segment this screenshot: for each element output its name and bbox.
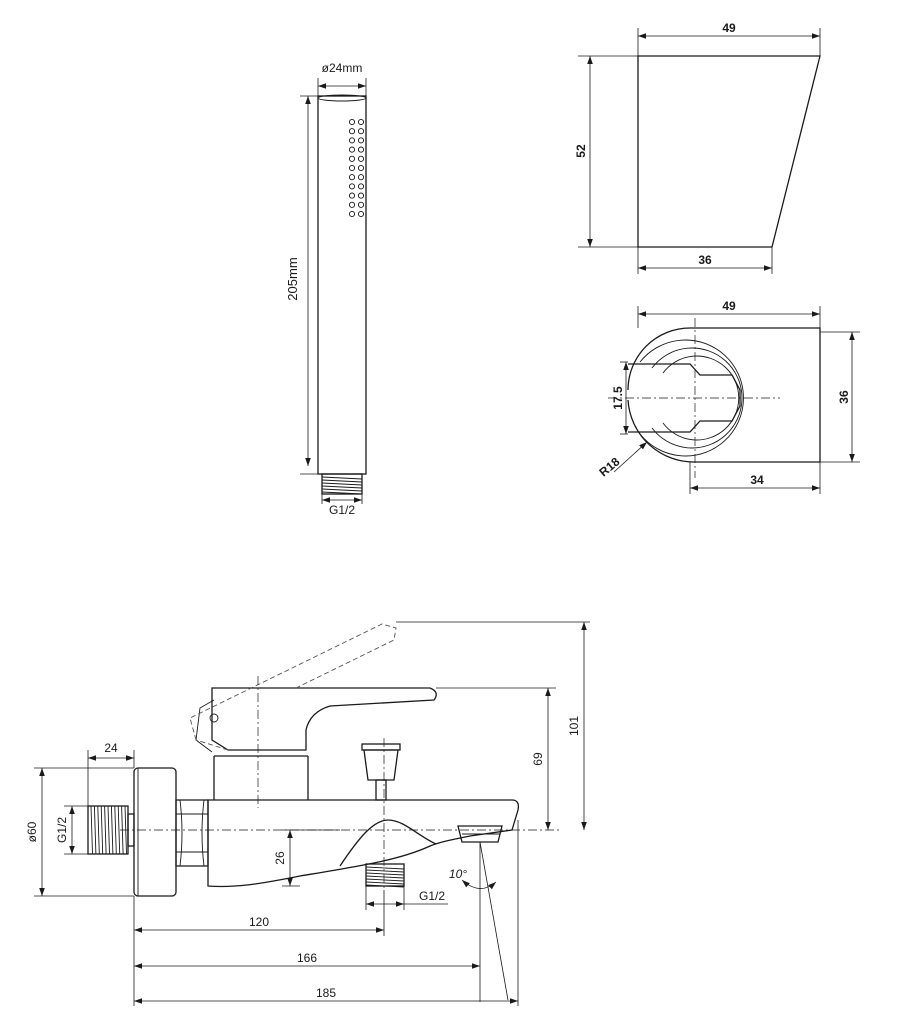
inlet-length-label: 24 bbox=[104, 741, 118, 755]
hand-shower-body bbox=[317, 95, 367, 475]
nozzle bbox=[357, 174, 365, 181]
holder-top-height: 36 bbox=[837, 390, 851, 404]
nozzle bbox=[357, 146, 365, 153]
holder-side-height: 52 bbox=[574, 144, 588, 158]
outlet-thread-label: G1/2 bbox=[419, 889, 445, 903]
nozzle bbox=[357, 118, 365, 126]
total-height-label: 101 bbox=[567, 716, 581, 736]
nozzle bbox=[348, 192, 356, 199]
holder-top-inner-width: 34 bbox=[750, 473, 764, 487]
nozzle bbox=[348, 183, 356, 190]
dim-166-label: 166 bbox=[297, 951, 317, 965]
outlet-hump bbox=[339, 819, 437, 867]
length-label: 205mm bbox=[285, 257, 300, 300]
nozzle bbox=[348, 155, 356, 162]
lever-handle bbox=[211, 687, 437, 751]
nozzle bbox=[357, 210, 365, 218]
hand-shower-thread bbox=[321, 473, 363, 495]
upper-body bbox=[213, 755, 309, 800]
diverter-knob bbox=[361, 743, 401, 801]
nozzle bbox=[348, 174, 356, 181]
nozzle bbox=[357, 164, 365, 172]
nozzle bbox=[348, 201, 356, 208]
hand-shower-view: ø24mm 205mm G1/2 bbox=[285, 61, 367, 517]
nozzle bbox=[348, 164, 356, 172]
spray-nozzles bbox=[348, 118, 365, 218]
nozzle bbox=[357, 128, 365, 135]
hand-shower-thread-label: G1/2 bbox=[329, 503, 355, 517]
nozzle bbox=[348, 128, 356, 135]
hand-shower-top-rim bbox=[317, 94, 367, 102]
dim-120-label: 120 bbox=[249, 915, 269, 929]
hex-nut bbox=[175, 799, 209, 867]
inlet-thread-label: G1/2 bbox=[55, 817, 69, 843]
holder-top-view: 49 36 34 17.5 R18 bbox=[596, 299, 860, 494]
raised-handle-outline bbox=[189, 623, 397, 751]
mixer-body bbox=[207, 799, 520, 888]
nozzle bbox=[357, 137, 365, 144]
escutcheon bbox=[133, 767, 177, 897]
radius-leader bbox=[613, 441, 648, 473]
holder-opening-label: 17.5 bbox=[611, 386, 625, 410]
spout-outlet bbox=[457, 825, 503, 843]
dim-185-label: 185 bbox=[316, 986, 336, 1000]
nozzle bbox=[357, 183, 365, 190]
holder-side-view: 49 52 36 bbox=[574, 21, 821, 274]
nozzle bbox=[357, 192, 365, 199]
angle-label: 10° bbox=[449, 867, 467, 881]
nozzle bbox=[357, 155, 365, 162]
body-height-label: 69 bbox=[531, 752, 545, 766]
outlet-connector bbox=[365, 863, 405, 888]
nozzle bbox=[348, 137, 356, 144]
nozzle bbox=[357, 201, 365, 208]
bath-mixer-view: 24 ø60 G1/2 26 G1/2 10° 69 101 bbox=[25, 621, 590, 1006]
nozzle bbox=[348, 210, 356, 218]
holder-top-width: 49 bbox=[722, 299, 736, 313]
holder-side-bottom-width: 36 bbox=[698, 253, 712, 267]
escutcheon-diameter-label: ø60 bbox=[25, 821, 39, 842]
spout-drop-label: 26 bbox=[273, 851, 287, 865]
nozzle bbox=[348, 118, 356, 126]
diameter-label: ø24mm bbox=[322, 61, 363, 75]
nozzle bbox=[348, 146, 356, 153]
radius-label: R18 bbox=[596, 454, 622, 479]
holder-side-outline bbox=[637, 55, 821, 248]
holder-side-top-width: 49 bbox=[722, 21, 736, 35]
